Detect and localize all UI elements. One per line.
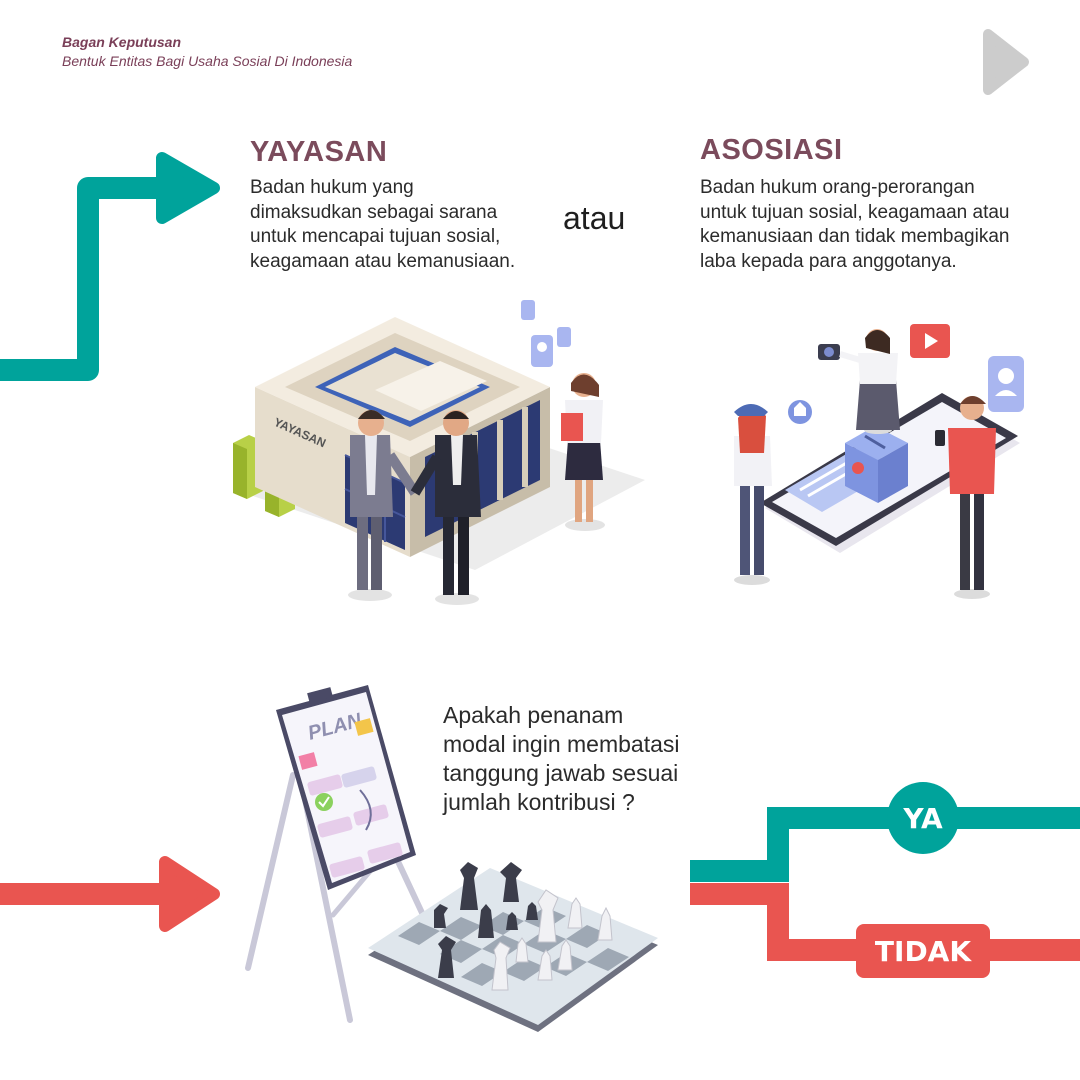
yes-branch-badge: YA — [887, 782, 959, 854]
next-arrow-icon[interactable] — [980, 28, 1032, 96]
chart-subtitle: Bentuk Entitas Bagi Usaha Sosial Di Indo… — [62, 53, 353, 69]
building-illustration: YAYASAN — [233, 300, 645, 605]
red-flow-arrow — [0, 856, 220, 932]
plan-board-illustration: PLAN — [245, 685, 658, 1032]
yayasan-desc-line: Badan hukum yang — [250, 177, 414, 198]
yayasan-desc-line: dimaksudkan sebagai sarana — [250, 201, 498, 223]
yayasan-title: YAYASAN — [250, 136, 388, 168]
question-line: tanggung jawab sesuai — [443, 760, 679, 786]
asosiasi-desc-line: untuk tujuan sosial, keagamaan atau — [700, 201, 1010, 223]
asosiasi-desc-line: laba kepada para anggotanya. — [700, 250, 957, 272]
yes-label: YA — [903, 801, 943, 835]
asosiasi-desc-line: kemanusiaan dan tidak membagikan — [700, 226, 1010, 247]
question-text: Apakah penanam modal ingin membatasi tan… — [443, 701, 680, 817]
phone-donation-illustration — [734, 324, 1024, 599]
yayasan-desc-line: untuk mencapai tujuan sosial, — [250, 226, 501, 247]
asosiasi-description: Badan hukum orang-perorangan untuk tujua… — [700, 176, 1010, 274]
yayasan-description: Badan hukum yang dimaksudkan sebagai sar… — [250, 176, 515, 274]
connector-word: atau — [563, 200, 626, 236]
question-line: modal ingin membatasi — [443, 731, 680, 757]
teal-flow-arrow — [0, 152, 220, 381]
yayasan-desc-line: keagamaan atau kemanusiaan. — [250, 250, 516, 272]
no-branch-badge: TIDAK — [856, 924, 990, 978]
asosiasi-title: ASOSIASI — [700, 134, 843, 166]
chart-title: Bagan Keputusan — [62, 34, 182, 50]
no-label: TIDAK — [874, 934, 972, 968]
asosiasi-desc-line: Badan hukum orang-perorangan — [700, 177, 975, 198]
question-line: jumlah kontribusi ? — [443, 789, 635, 815]
question-line: Apakah penanam — [443, 702, 624, 728]
